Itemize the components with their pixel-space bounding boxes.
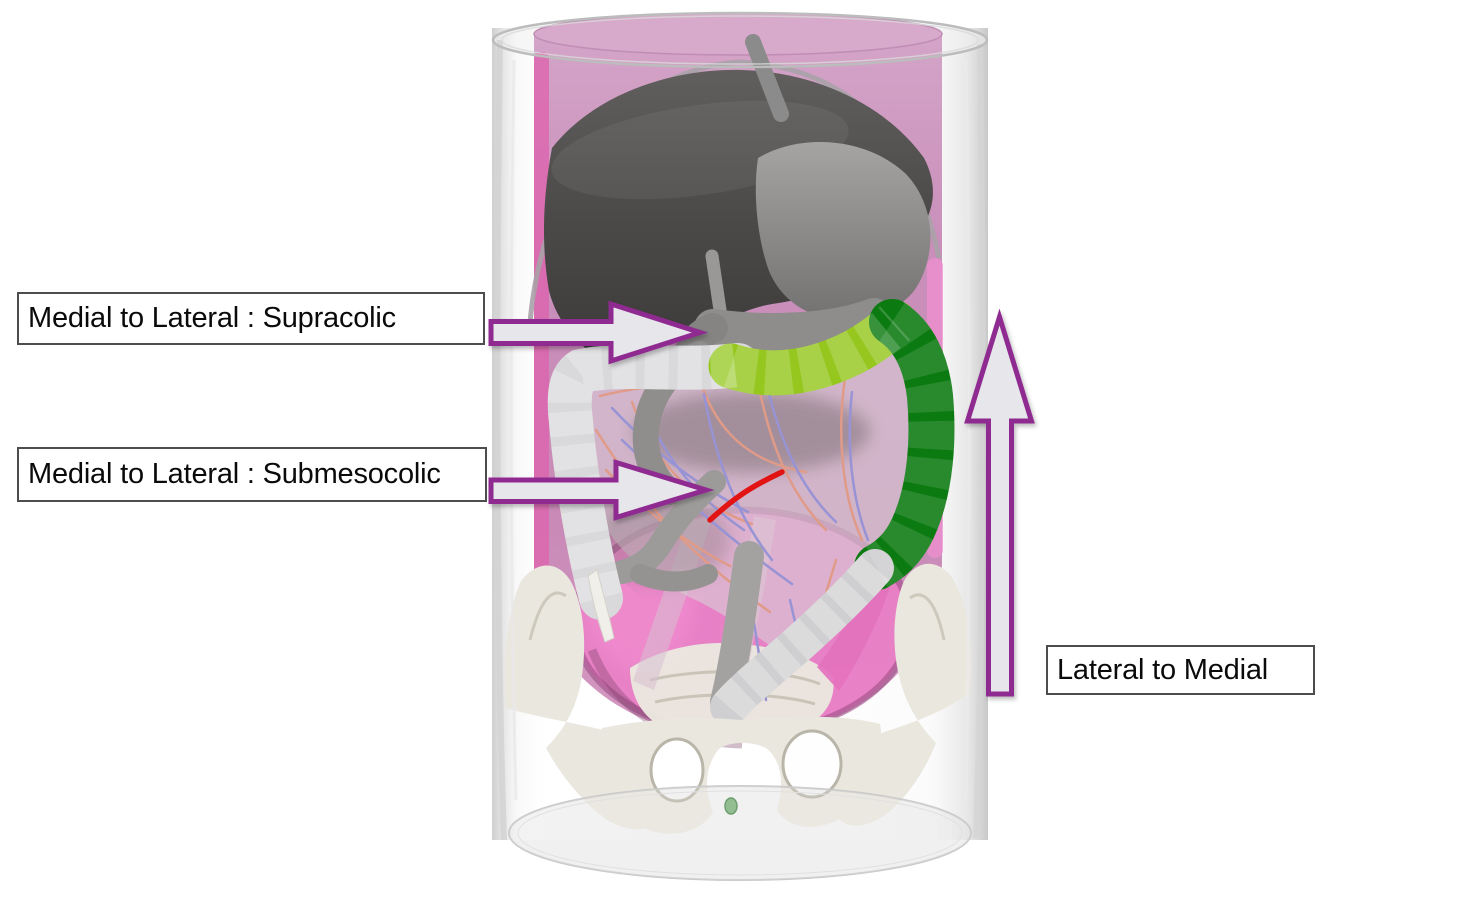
- highlighted-vessel: [707, 469, 785, 523]
- pubic-ring: [602, 716, 882, 834]
- appendix: [587, 569, 615, 643]
- colon: [547, 299, 955, 726]
- annotation-arrows: [488, 300, 1035, 697]
- ascending-transverse-colon: [547, 343, 760, 620]
- label-supracolic: Medial to Lateral : Supracolic: [17, 292, 485, 345]
- label-submesocolic-text: Medial to Lateral : Submesocolic: [28, 458, 441, 490]
- label-submesocolic: Medial to Lateral : Submesocolic: [17, 447, 487, 502]
- sigmoid-colon: [710, 549, 894, 726]
- descending-colon-highlight: [854, 299, 955, 590]
- arrow-submesocolic: [488, 459, 715, 521]
- label-lateral-to-medial-text: Lateral to Medial: [1057, 653, 1268, 686]
- label-supracolic-text: Medial to Lateral : Supracolic: [28, 302, 396, 334]
- label-lateral-to-medial: Lateral to Medial: [1046, 645, 1315, 695]
- portal-structure: [705, 249, 727, 317]
- gastric-antrum: [694, 298, 893, 352]
- arrow-lateral-to-medial: [964, 308, 1035, 697]
- esophagus: [745, 34, 789, 122]
- arrow-supracolic: [488, 300, 709, 365]
- glass-cylinder-front: [491, 11, 989, 881]
- coccyx-marker: [724, 797, 738, 815]
